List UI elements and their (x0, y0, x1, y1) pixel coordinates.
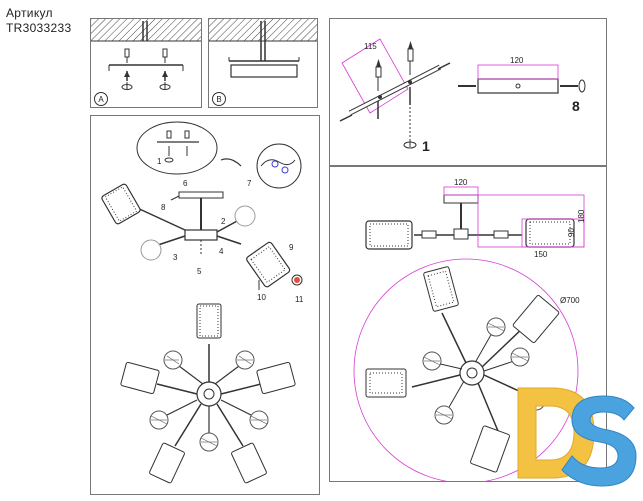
dim-180: 180 (577, 209, 586, 223)
callout-4: 4 (219, 247, 224, 256)
dimensions-panel: 120 180 90 150 Ø700 (329, 166, 607, 484)
variant-a-label: A (94, 92, 108, 106)
dim-120-bracket: 120 (510, 56, 524, 65)
bracket-drawing: 115 1 120 8 (339, 38, 586, 154)
callout-3: 3 (173, 253, 178, 262)
dim-150: 150 (534, 250, 548, 259)
ds-logo-icon (517, 387, 637, 487)
callout-11: 11 (295, 295, 304, 304)
brand-logo: DS (512, 374, 640, 496)
callout-2: 2 (221, 217, 226, 226)
callout-9: 9 (289, 243, 294, 252)
chandelier-top-view (120, 303, 296, 484)
article-title: Артикул TR3033233 (6, 6, 71, 36)
dim-115: 115 (364, 42, 377, 51)
chandelier-plan (365, 266, 560, 473)
callout-7: 7 (247, 179, 252, 188)
callout-5: 5 (197, 267, 202, 276)
variant-b-label: B (212, 92, 226, 106)
canopy (230, 64, 298, 78)
callout-10: 10 (257, 293, 266, 302)
bracket-panel: 115 1 120 8 (329, 18, 607, 166)
diameter-700: Ø700 (560, 296, 580, 305)
article-code: TR3033233 (6, 21, 72, 35)
dim-90: 90 (567, 228, 576, 237)
mounting-a-drawing (91, 19, 201, 90)
logo-text: DS (640, 374, 641, 375)
assembly-panel: 1 7 6 8 2 3 4 5 (90, 115, 320, 495)
callout-1: 1 (157, 157, 162, 166)
callout-6: 6 (183, 179, 188, 188)
mounting-b-drawing (209, 19, 317, 78)
step-8: 8 (572, 98, 580, 114)
dim-120: 120 (454, 178, 468, 187)
article-label: Артикул (6, 6, 53, 20)
step-1: 1 (422, 138, 430, 154)
mounting-variant-b-panel: B (208, 18, 318, 108)
assembly-drawing: 1 7 6 8 2 3 4 5 (101, 121, 304, 484)
callout-8: 8 (161, 203, 166, 212)
ceiling-hatch (91, 19, 201, 41)
mounting-variant-a-panel: A (90, 18, 202, 108)
dimensions-drawing: 120 180 90 150 Ø700 (353, 178, 586, 484)
